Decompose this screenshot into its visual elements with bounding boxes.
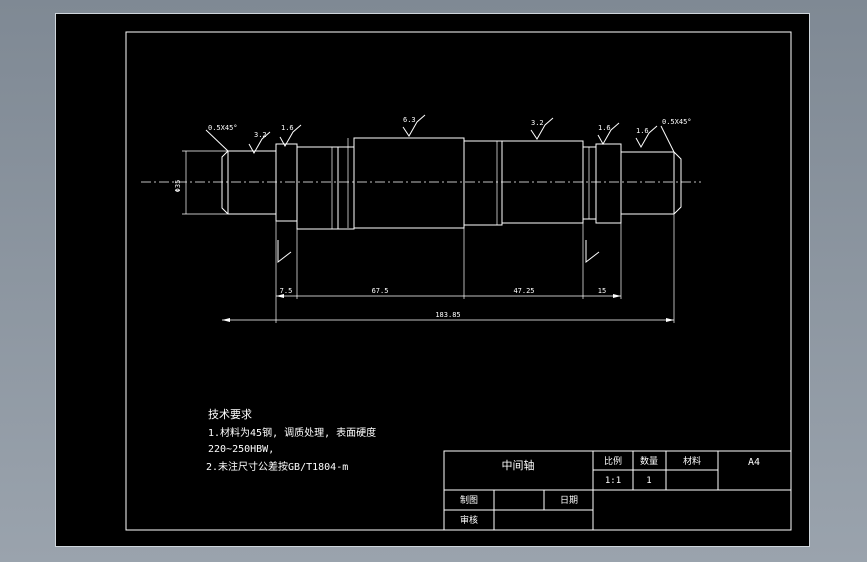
drawing-frame [125, 31, 792, 531]
left-diameter: Φ35 [174, 180, 182, 193]
tech-line-1: 1.材料为45钢, 调质处理, 表面硬度 [208, 426, 376, 439]
part-name: 中间轴 [502, 458, 535, 472]
date-label: 日期 [560, 495, 578, 506]
roughness-1: 3.2 [254, 131, 267, 139]
dim-67-5: 67.5 [372, 287, 389, 295]
shaft-outline [141, 137, 701, 230]
dim-15: 15 [598, 287, 606, 295]
tech-heading: 技术要求 [208, 408, 252, 421]
tech-line-2: 220~250HBW, [208, 444, 274, 455]
title-block: 中间轴 比例 数量 材料 A4 1:1 1 制图 日期 审核 [443, 450, 792, 531]
qty-label: 数量 [640, 455, 658, 467]
roughness-marks: 3.2 1.6 6.3 3.2 1.6 1.6 [248, 114, 658, 264]
roughness-5: 1.6 [598, 124, 611, 132]
technical-requirements: 技术要求 1.材料为45钢, 调质处理, 表面硬度 220~250HBW, 2.… [206, 408, 376, 473]
roughness-2: 1.6 [281, 124, 294, 132]
dim-total: 183.85 [435, 311, 460, 319]
cad-viewport[interactable]: 中间轴 比例 数量 材料 A4 1:1 1 制图 日期 审核 技术要求 1.材料… [55, 13, 810, 547]
length-dimensions: 7.5 67.5 47.25 15 183.85 [222, 214, 675, 323]
roughness-3: 6.3 [403, 116, 416, 124]
dim-47-25: 47.25 [513, 287, 534, 295]
engineering-drawing: 中间轴 比例 数量 材料 A4 1:1 1 制图 日期 审核 技术要求 1.材料… [125, 31, 792, 531]
checked-label: 审核 [460, 514, 478, 526]
scale-label: 比例 [604, 455, 622, 467]
diameter-marks: Φ35 [174, 138, 590, 229]
roughness-6: 1.6 [636, 127, 649, 135]
chamfer-left: 0.5X45° [208, 124, 238, 132]
dim-7-5: 7.5 [280, 287, 293, 295]
roughness-4: 3.2 [531, 119, 544, 127]
scale-value: 1:1 [605, 476, 621, 486]
drawn-label: 制图 [460, 494, 478, 506]
chamfer-callouts: 0.5X45° 0.5X45° [205, 118, 692, 153]
tech-line-3: 2.未注尺寸公差按GB/T1804-m [206, 460, 348, 473]
chamfer-right: 0.5X45° [662, 118, 692, 126]
qty-value: 1 [646, 476, 651, 486]
material-label: 材料 [683, 455, 701, 467]
sheet-size: A4 [748, 457, 760, 468]
